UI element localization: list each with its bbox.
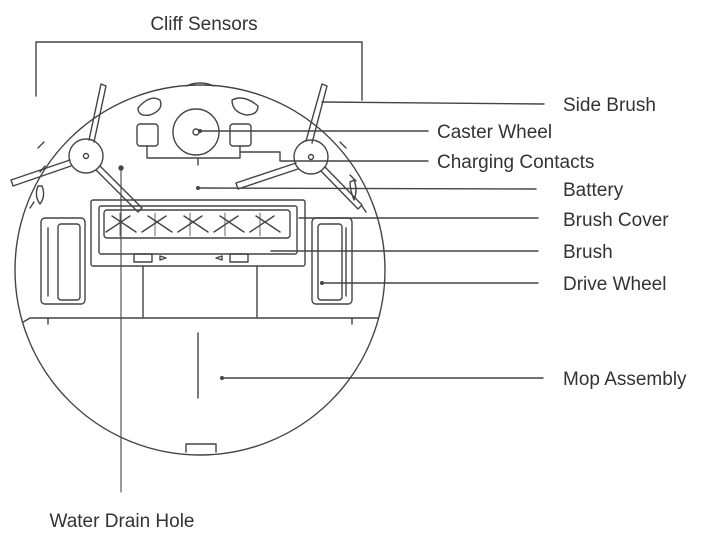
label-brush-cover: Brush Cover bbox=[563, 210, 669, 231]
brush-latch-right bbox=[229, 253, 249, 263]
brush-latch-left bbox=[133, 253, 153, 263]
battery-leader bbox=[197, 187, 537, 190]
label-charging-contacts: Charging Contacts bbox=[437, 152, 594, 173]
edge-marks bbox=[29, 141, 367, 213]
right-side-sensor bbox=[349, 179, 357, 201]
brush-arrow-left bbox=[159, 255, 167, 261]
mop-assembly-dot bbox=[220, 376, 224, 380]
label-battery: Battery bbox=[563, 180, 624, 201]
water-drain-dot bbox=[118, 165, 124, 171]
label-cliff-sensors: Cliff Sensors bbox=[150, 14, 257, 35]
cliff-sensor-left bbox=[137, 97, 162, 117]
main-brush-roller bbox=[103, 209, 291, 239]
label-brush: Brush bbox=[563, 242, 613, 263]
side-brush-left bbox=[10, 83, 143, 213]
cliff-sensors-bracket bbox=[35, 41, 363, 101]
left-side-sensor bbox=[35, 185, 45, 205]
side-brush-right bbox=[235, 83, 363, 210]
caster-wheel-hub bbox=[192, 128, 200, 136]
drive-wheel-right bbox=[311, 217, 353, 305]
mop-bottom-notch bbox=[185, 443, 217, 453]
label-drive-wheel: Drive Wheel bbox=[563, 274, 666, 295]
brush-compartment bbox=[90, 199, 306, 267]
robot-body-outline bbox=[14, 84, 386, 456]
drive-wheel-dot bbox=[320, 281, 324, 285]
water-tank-outline bbox=[142, 265, 258, 319]
charging-contact-right bbox=[229, 123, 252, 147]
label-side-brush: Side Brush bbox=[563, 95, 656, 116]
drive-wheel-left bbox=[40, 217, 86, 305]
brush-ribs bbox=[119, 212, 261, 237]
charging-contacts-leader bbox=[239, 151, 429, 162]
label-mop-assembly: Mop Assembly bbox=[563, 369, 687, 390]
side-brush-leader bbox=[321, 101, 545, 105]
mop-assembly-edge bbox=[15, 317, 385, 331]
cliff-sensor-right bbox=[231, 97, 259, 116]
caster-wheel bbox=[172, 108, 220, 156]
charging-contact-left bbox=[136, 123, 159, 147]
label-caster-wheel: Caster Wheel bbox=[437, 122, 552, 143]
mop-clips bbox=[47, 317, 353, 325]
top-notch bbox=[185, 82, 215, 87]
battery-dot bbox=[196, 186, 200, 190]
label-water-drain-hole: Water Drain Hole bbox=[49, 511, 194, 532]
caster-wheel-dot bbox=[198, 129, 202, 133]
brush-arrow-right bbox=[215, 255, 223, 261]
charging-contacts-bracket bbox=[146, 145, 241, 159]
brush-cover bbox=[98, 205, 298, 255]
brush-bristles-a bbox=[111, 215, 281, 233]
